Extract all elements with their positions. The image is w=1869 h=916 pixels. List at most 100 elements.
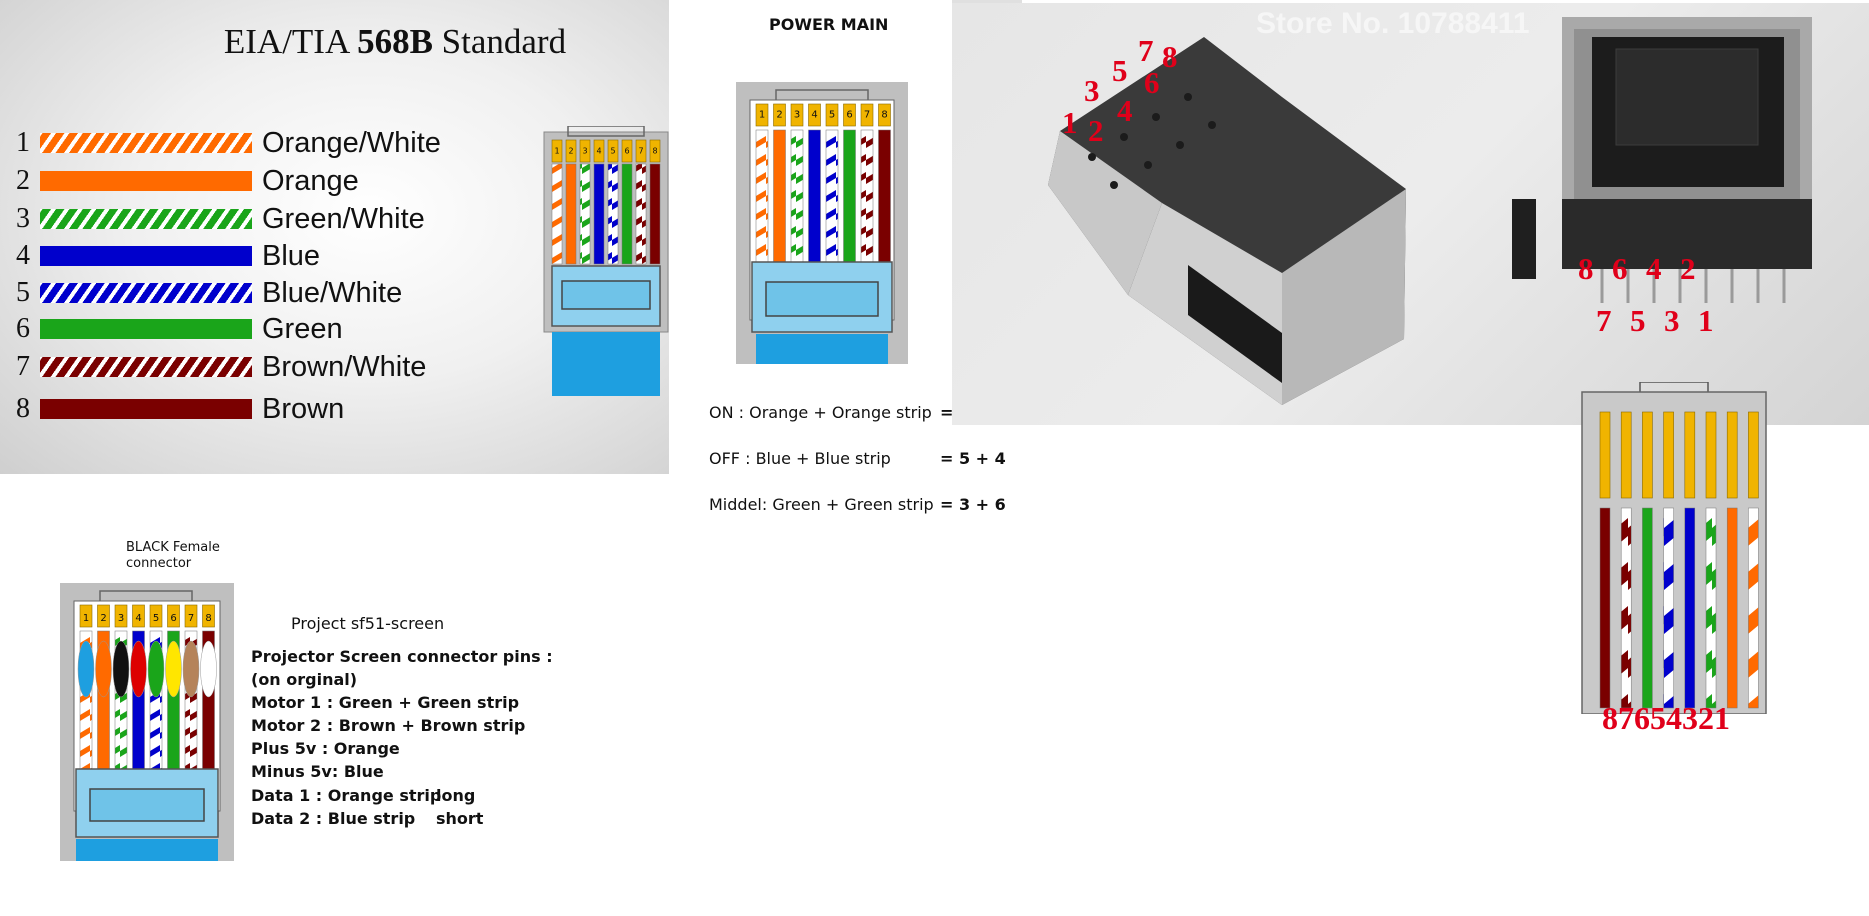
project-line-2: Motor 1 : Green + Green strip (251, 693, 520, 712)
right-jack-pin-3: 3 (1664, 303, 1680, 338)
left-jack-pin-8: 8 (1162, 39, 1178, 74)
contact-pin (565, 139, 577, 163)
wire-strand (1599, 507, 1611, 709)
wire-strand (1663, 507, 1674, 709)
screen-cable-wire (130, 640, 147, 698)
screen-cable-wire (147, 640, 165, 698)
project-line-1: (on orginal) (251, 670, 358, 689)
wire-strand (1642, 507, 1653, 709)
pin-number-label: 7 (638, 147, 643, 156)
wire-label: Blue/White (262, 276, 403, 309)
left-jack-pin-5: 5 (1112, 53, 1128, 88)
wire-label: Brown/White (262, 350, 427, 383)
project-line-4: Plus 5v : Orange (251, 739, 400, 758)
project-line-6-note: long (436, 786, 476, 805)
pin-number-label: 4 (811, 110, 817, 121)
contact-pin (607, 139, 619, 163)
wire-strand (1684, 507, 1696, 709)
wire-strand (878, 129, 891, 269)
contact-pin (1642, 411, 1653, 499)
pin-number-label: 3 (794, 110, 800, 121)
pin-number-label: 1 (759, 110, 765, 121)
contact-pin (649, 139, 661, 163)
pin-number-label: 5 (829, 110, 835, 121)
wire-color-swatch (40, 283, 252, 303)
contact-pin (635, 139, 647, 163)
left-jack-pin-7: 7 (1138, 33, 1154, 68)
wire-number: 2 (16, 165, 30, 196)
wire-color-swatch (40, 399, 252, 419)
contact-pin (114, 604, 128, 628)
contact-pin (1726, 411, 1738, 499)
wire-label: Green (262, 312, 343, 345)
pin-number-label: 6 (624, 147, 629, 156)
contact-pin (1663, 411, 1674, 499)
pin-number-label: 2 (776, 110, 782, 121)
pin-number-label: 7 (188, 613, 194, 624)
right-jack-pin-5: 5 (1630, 303, 1646, 338)
contact-pin (1748, 411, 1759, 499)
wire-strand (825, 129, 839, 269)
right-jack-pin-8: 8 (1578, 251, 1594, 286)
project-line-3: Motor 2 : Brown + Brown strip (251, 716, 526, 735)
standard-title: EIA/TIA 568B Standard (223, 22, 567, 61)
right-jack-pin-2: 2 (1680, 251, 1696, 286)
screen-cable-wire (165, 640, 182, 698)
left-jack-pin-1: 1 (1062, 105, 1078, 140)
project-heading: Projector Screen connector pins : (251, 647, 553, 666)
contact-pin (97, 604, 110, 628)
wire-strand (649, 163, 661, 265)
wire-strand (635, 163, 647, 265)
pin-number-label: 1 (83, 613, 89, 624)
project-line-6: Data 1 : Orange strip (251, 786, 442, 805)
right-jack-pin-1: 1 (1698, 303, 1714, 338)
rj45-jacks-illustration (1048, 17, 1812, 405)
screen-cable-wire (77, 640, 95, 698)
wire-strand (1748, 507, 1759, 709)
contact-pin (773, 103, 786, 127)
wire-strand (565, 163, 577, 265)
power-off-line: OFF : Blue + Blue strip (709, 449, 891, 468)
contact-pin (808, 103, 821, 127)
screen-cable-wire (182, 640, 200, 698)
wire-strand (773, 129, 786, 269)
pin-number-label: 5 (610, 147, 615, 156)
wire-label: Brown (262, 392, 345, 425)
wire-label: Green/White (262, 202, 425, 235)
wire-color-swatch (40, 209, 252, 229)
pin-number-label: 3 (582, 147, 587, 156)
pin-number-label: 4 (135, 613, 141, 624)
plug-pin-order-label: 87654321 (1602, 700, 1730, 736)
right-jack-pin-7: 7 (1596, 303, 1612, 338)
contact-pin (790, 103, 804, 127)
contact-pin (149, 604, 163, 628)
pin-number-label: 1 (554, 147, 559, 156)
contact-pin (579, 139, 591, 163)
contact-pin (1620, 411, 1632, 499)
power-on-line: ON : Orange + Orange strip (709, 403, 932, 422)
pin-number-label: 7 (864, 110, 870, 121)
contact-pin (755, 103, 769, 127)
pin-number-label: 8 (881, 110, 887, 121)
pin-number-label: 6 (170, 613, 176, 624)
power-middle-line: Middel: Green + Green strip (709, 495, 934, 514)
wire-strand (1726, 507, 1738, 709)
pin-number-label: 8 (652, 147, 657, 156)
contact-pin (551, 139, 563, 163)
rj45-plug-pinout-diagram (1581, 382, 1767, 714)
power-middle-value: = 3 + 6 (940, 495, 1006, 514)
wire-number: 3 (16, 203, 30, 234)
wire-strand (860, 129, 874, 269)
contact-pin (593, 139, 605, 163)
pin-number-label: 6 (846, 110, 852, 121)
contact-pin (202, 604, 215, 628)
screen-cable-wire (200, 640, 217, 698)
wire-strand (607, 163, 619, 265)
pin-number-label: 5 (153, 613, 159, 624)
